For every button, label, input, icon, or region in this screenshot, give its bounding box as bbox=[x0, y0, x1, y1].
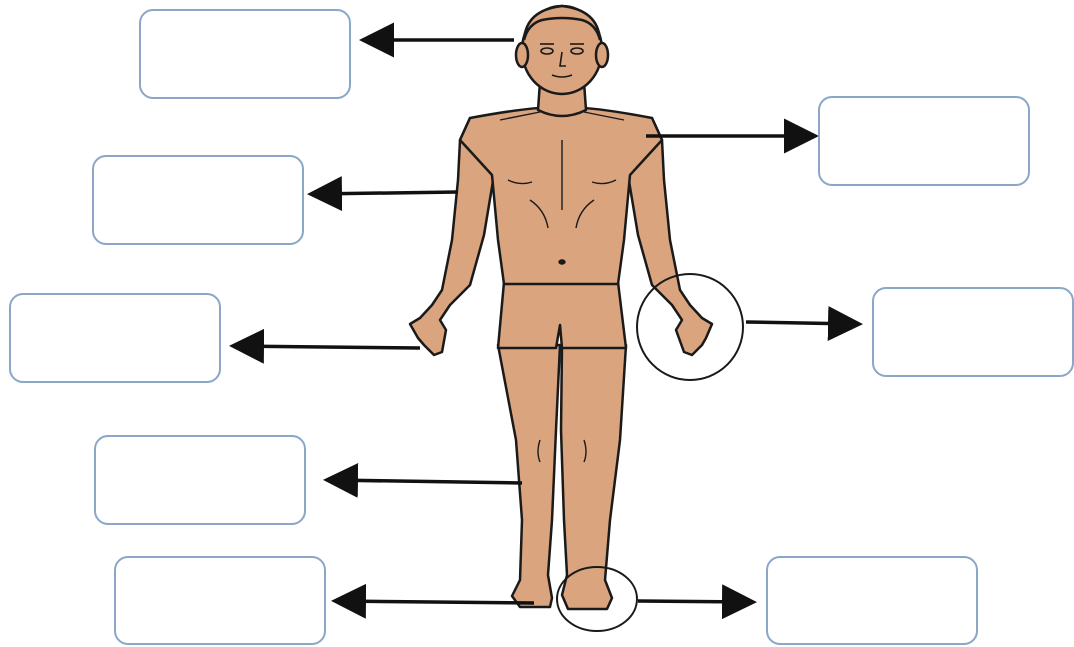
left-ear bbox=[516, 43, 528, 67]
arrow-hand-circled bbox=[746, 322, 856, 324]
label-box-hand-circled[interactable] bbox=[872, 287, 1074, 377]
human-figure bbox=[410, 6, 712, 609]
label-box-foot-left[interactable] bbox=[114, 556, 326, 645]
arrow-foot-left bbox=[338, 601, 534, 603]
right-ear bbox=[596, 43, 608, 67]
arrow-foot-circled bbox=[638, 601, 750, 602]
arrow-hand-left bbox=[236, 346, 420, 348]
hips bbox=[498, 282, 626, 348]
arrow-arm-region bbox=[314, 192, 458, 194]
arrow-leg bbox=[330, 480, 522, 483]
label-box-head[interactable] bbox=[139, 9, 351, 99]
label-box-shoulder[interactable] bbox=[818, 96, 1030, 186]
label-box-arm[interactable] bbox=[92, 155, 304, 245]
left-leg bbox=[498, 345, 560, 607]
right-leg bbox=[561, 345, 626, 609]
label-box-foot-circled[interactable] bbox=[766, 556, 978, 645]
label-box-hand-left[interactable] bbox=[9, 293, 221, 383]
label-box-leg[interactable] bbox=[94, 435, 306, 525]
